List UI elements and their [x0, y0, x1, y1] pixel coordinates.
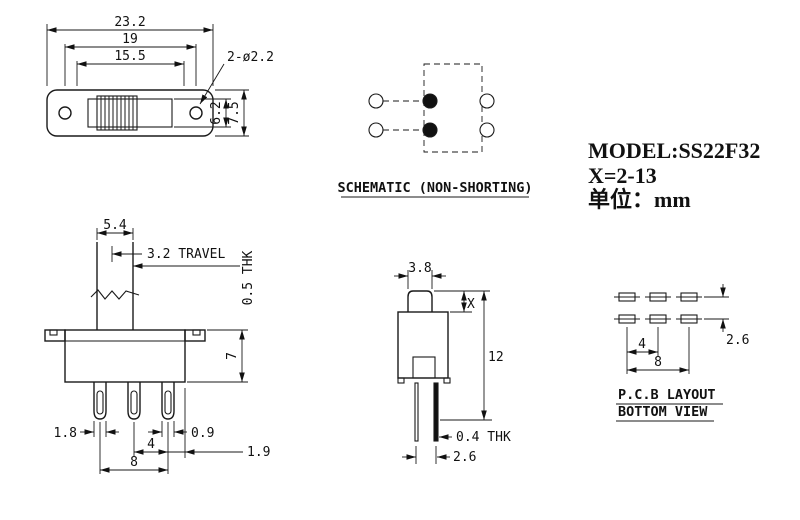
pin-2 [127, 382, 141, 420]
terminal-circle [368, 93, 384, 109]
model-number: MODEL:SS22F32 [588, 138, 760, 163]
dim-slot-width-label: 15.5 [114, 49, 145, 64]
schematic-view: SCHEMATIC (NON-SHORTING) [337, 63, 533, 198]
dim-thickness-label: 0.5 THK [241, 250, 256, 305]
common-terminal-circle [422, 122, 438, 138]
body-front-outline [64, 329, 186, 383]
dim-holes-label: 2-ø2.2 [227, 50, 274, 65]
dim-actuator-height-label: X [467, 297, 475, 312]
mounting-hole-right [189, 106, 203, 120]
dim-pin-pitch-label: 4 [147, 437, 155, 452]
terminal-block [412, 356, 436, 379]
dim-pin-span-label: 8 [130, 455, 138, 470]
dim-knob-width-side-label: 3.8 [408, 261, 431, 276]
pcb-pads [614, 292, 702, 324]
top-view: 23.2 19 15.5 2-ø2.2 6.2 7.5 [46, 15, 274, 137]
body-side-outline [397, 311, 449, 379]
break-line [90, 289, 140, 300]
dim-pin-thickness-label: 0.4 THK [456, 430, 511, 445]
schematic-caption: SCHEMATIC (NON-SHORTING) [337, 180, 532, 196]
pcb-caption-line1: P.C.B LAYOUT [618, 387, 716, 403]
dim-pcb-row-pitch-label: 2.6 [726, 333, 749, 348]
switch-body-outline [46, 89, 214, 137]
dim-body-height-label: 7.5 [227, 101, 242, 124]
terminal-circle [368, 122, 384, 138]
front-view: 5.4 3.2 TRAVEL 0.5 THK 7 1.8 0.9 4 8 1.9 [44, 218, 270, 474]
dim-travel-label: 3.2 TRAVEL [147, 247, 225, 262]
title-block: MODEL:SS22F32 X=2-13 单位：mm [588, 138, 760, 212]
slider-slot [87, 98, 173, 128]
pin-row-back [433, 382, 439, 442]
dim-hole-span-label: 19 [122, 32, 138, 47]
dim-pin-hole-width-label: 1.8 [54, 426, 77, 441]
dim-body-height-label: 7 [225, 352, 240, 360]
side-view: 3.8 X 12 0.4 THK 2.6 [394, 261, 511, 465]
pin-1 [93, 382, 107, 420]
dim-pin-offset-label: 1.9 [247, 445, 270, 460]
dim-overall-width-label: 23.2 [114, 15, 145, 30]
pcb-caption-line2: BOTTOM VIEW [618, 404, 708, 420]
terminal-circle [479, 122, 495, 138]
pin-row-front [414, 382, 419, 442]
schematic-moving-contact-box [423, 63, 483, 153]
pin-3-hole [164, 390, 172, 415]
dim-pcb-pad-pitch-label: 4 [638, 337, 646, 352]
pin-2-hole [130, 390, 138, 415]
pin-1-hole [96, 390, 104, 415]
common-terminal-circle [422, 93, 438, 109]
x-spec: X=2-13 [588, 163, 657, 188]
unit-note: 单位：mm [588, 187, 691, 212]
dim-row-pitch-label: 2.6 [453, 450, 476, 465]
dim-total-height-label: 12 [488, 350, 504, 365]
slider-knob-hatch [96, 95, 138, 131]
knob-side-outline [407, 290, 433, 312]
mounting-hole-left [58, 106, 72, 120]
dim-pcb-pad-span-label: 8 [654, 355, 662, 370]
terminal-circle [479, 93, 495, 109]
dim-slot-height-label: 6.2 [209, 101, 224, 124]
dim-knob-width-label: 5.4 [103, 218, 127, 233]
dim-pin-width-label: 0.9 [191, 426, 214, 441]
pin-3 [161, 382, 175, 420]
pcb-layout-view: 2.6 4 8 P.C.B LAYOUT BOTTOM VIEW [614, 284, 749, 422]
